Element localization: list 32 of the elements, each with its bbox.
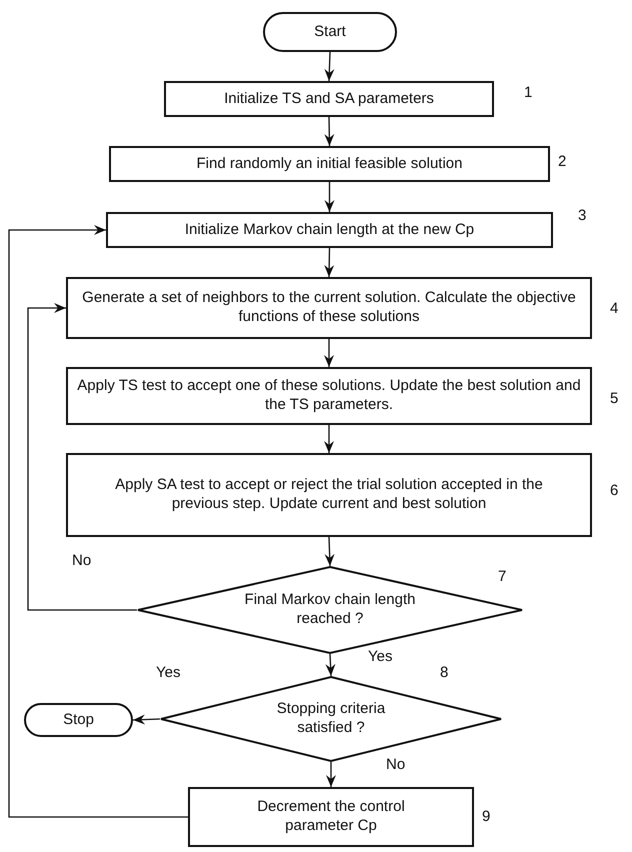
arrow [324, 52, 334, 82]
arrow [324, 248, 334, 278]
arrow [324, 339, 334, 367]
step-text: Stop [63, 710, 94, 730]
terminal-box [263, 12, 397, 52]
step-text: Initialize Markov chain length at the new Cp [184, 220, 474, 240]
process-box [66, 367, 592, 425]
decision-text: Stopping criteria satisfied ? [276, 700, 386, 738]
arrow [324, 116, 334, 146]
process-box [106, 212, 553, 248]
step-text: Find randomly an initial feasible solution [196, 154, 462, 174]
step-text: Start [314, 22, 346, 42]
process-box [188, 787, 474, 847]
terminal-box [24, 703, 133, 737]
step-text: Decrement the control parameter Cp [256, 798, 406, 836]
arrow [326, 762, 336, 787]
process-box [66, 453, 592, 537]
process-box [66, 277, 592, 339]
step-text: Initialize TS and SA parameters [224, 90, 434, 108]
arrow [324, 425, 334, 453]
arrow [27, 303, 137, 611]
step-text: Apply TS test to accept one of these solutions. Update the best solution and the TS parameters. [76, 377, 582, 415]
arrow [324, 182, 334, 212]
arrow [132, 714, 160, 725]
arrow [325, 654, 336, 676]
step-text: Generate a set of neighbors to the current solution. Calculate the objective functions of these solutions [81, 289, 577, 327]
process-box [109, 146, 550, 182]
arrow [324, 536, 335, 566]
decision-text: Final Markov chain length reached ? [244, 591, 416, 629]
step-text: Apply SA test to accept or reject the trial solution accepted in the previous step. Update current and best solution [114, 476, 544, 514]
arrow [8, 225, 188, 818]
process-box [164, 81, 494, 117]
